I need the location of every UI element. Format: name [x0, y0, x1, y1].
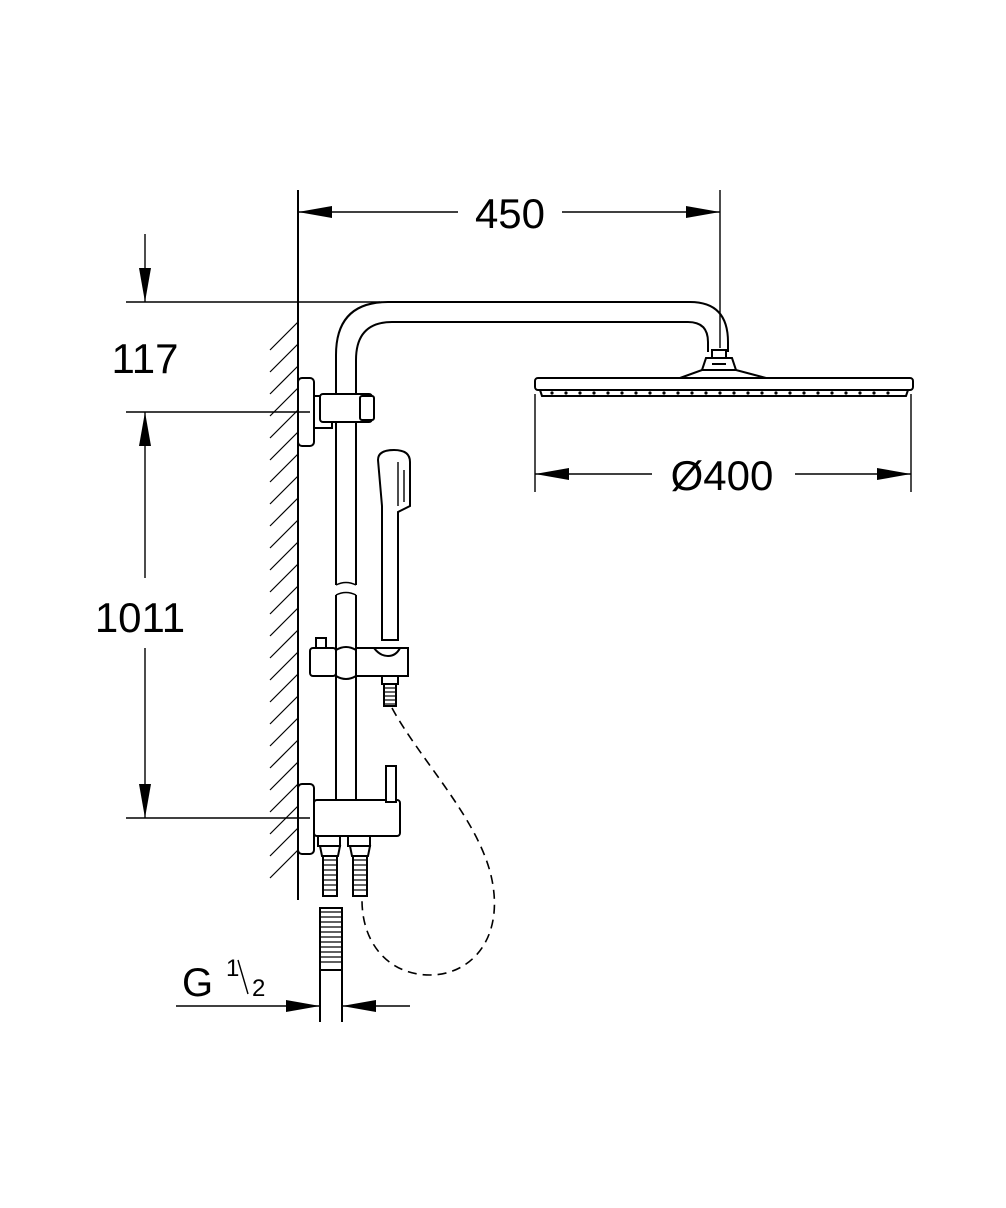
inlet-connectors — [318, 845, 372, 897]
top-offset-label: 117 — [112, 335, 179, 382]
hand-shower — [376, 448, 411, 641]
dimension-vertical: 117 1011 — [95, 234, 380, 819]
supply-thread — [319, 907, 343, 971]
thread-label-denominator: 2 — [252, 975, 265, 1002]
diverter-body — [297, 765, 401, 855]
dimension-thread: G 1 2 — [176, 955, 410, 1012]
dimension-width: 450 — [298, 190, 721, 348]
thread-label-numerator: 1 — [226, 955, 239, 982]
height-label: 1011 — [95, 594, 185, 641]
width-label: 450 — [475, 190, 545, 237]
shower-hose — [361, 707, 496, 976]
hand-shower-connector-thread — [384, 687, 396, 705]
wall-hatching — [269, 321, 299, 879]
shower-arm — [335, 301, 729, 420]
dimension-head-diameter: Ø400 — [534, 394, 912, 499]
supply-pipe — [319, 907, 343, 1022]
head-shower — [534, 349, 914, 397]
hand-shower-holder — [309, 637, 409, 707]
wall — [269, 190, 299, 900]
thread-label-main: G — [182, 961, 213, 1005]
head-shower-nozzles — [550, 391, 890, 395]
riser-rail — [335, 420, 357, 800]
head-diameter-label: Ø400 — [671, 452, 774, 499]
